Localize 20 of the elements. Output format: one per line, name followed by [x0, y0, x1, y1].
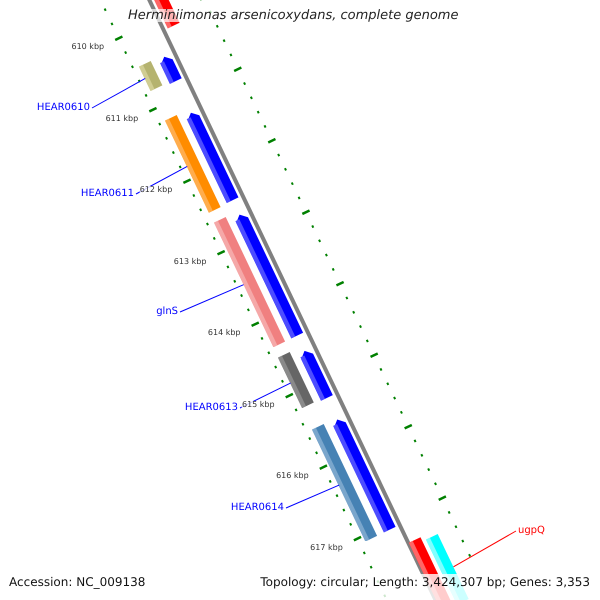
gene-label: HEAR0613	[184, 403, 238, 413]
gene-bar	[278, 352, 314, 408]
tick-label: 614 kbp	[208, 329, 240, 338]
gene-bar	[312, 424, 378, 542]
tick-label: 611 kbp	[106, 114, 138, 123]
leader-line	[92, 78, 146, 108]
gene-label: ugpQ	[518, 526, 545, 536]
leader-line	[286, 484, 340, 508]
accession-text: Accession: NC_009138	[9, 576, 146, 588]
genome-stats-text: Topology: circular; Length: 3,424,307 bp; Genes: 3,353	[260, 576, 590, 588]
gene-label: glnS	[156, 307, 178, 317]
gene-label: HEAR0610	[36, 103, 90, 113]
gene-label: HEAR0611	[80, 189, 134, 199]
leader-line	[452, 530, 516, 568]
tick-label: 610 kbp	[72, 43, 104, 52]
gene-bar	[139, 60, 163, 91]
tick-label: 612 kbp	[140, 186, 172, 194]
leader-line	[180, 284, 244, 312]
gene-label: HEAR0614	[230, 503, 284, 513]
map-title: Herminiimonas arsenicoxydans, complete genome	[128, 9, 458, 22]
